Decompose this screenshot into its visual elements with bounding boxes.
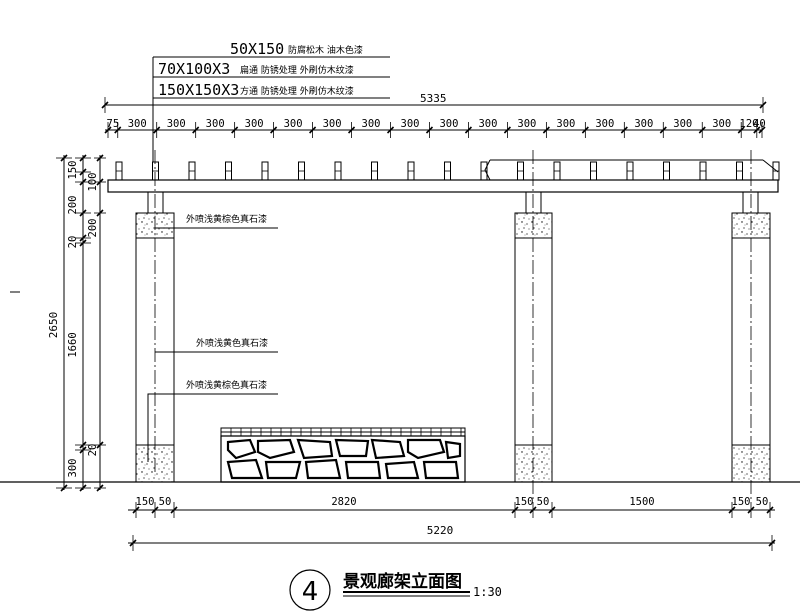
title-scale: 1:30	[473, 585, 502, 599]
finish-callouts: 外喷浅黄棕色真石漆 外喷浅黄色真石漆 外喷浅黄棕色真石漆	[147, 213, 278, 462]
overall-width-label: 5220	[427, 524, 454, 537]
top-dim-label: 40	[753, 118, 766, 130]
left-dim-label: 20	[87, 444, 99, 457]
bottom-dim-label: 50	[756, 496, 769, 508]
top-dim-label: 300	[556, 118, 575, 130]
column-base	[514, 444, 553, 483]
top-dim-labels: 75 300 300 300 300 300 300 300 300 300 300 300 300 30…	[107, 118, 766, 130]
bottom-dim-label: 2820	[331, 496, 356, 508]
pergola-structure	[0, 150, 800, 500]
beam-break	[484, 159, 491, 181]
overall-length-label: 5335	[420, 92, 447, 105]
bottom-dim-label: 50	[537, 496, 550, 508]
material-leaders: 50X150 防腐松木 油木色漆 70X100X3 扁通 防锈处理 外刷仿木纹漆…	[152, 40, 390, 180]
top-dim-label: 75	[107, 118, 120, 130]
top-dim-label: 300	[206, 118, 225, 130]
total-height-label: 2650	[47, 312, 60, 339]
left-dimensions: 2650 150 100 200 200 20 1660 20 300	[47, 154, 106, 492]
top-dim-label: 300	[245, 118, 264, 130]
beam-desc-label: 扁通 防锈处理 外刷仿木纹漆	[240, 64, 354, 76]
left-dim-label: 1660	[67, 332, 79, 357]
top-dim-label: 300	[362, 118, 381, 130]
top-dim-label: 300	[673, 118, 692, 130]
top-dim-label: 300	[712, 118, 731, 130]
bottom-dim-label: 150	[136, 496, 155, 508]
top-dim-label: 300	[284, 118, 303, 130]
bottom-dim-label: 150	[732, 496, 751, 508]
beam-size-label: 70X100X3	[158, 60, 230, 78]
top-dim-label: 300	[323, 118, 342, 130]
top-dim-ticks	[101, 97, 767, 138]
top-dimension: 5335 75 300 300 300 300 300 300 300 300 300 300 300…	[101, 92, 767, 138]
bottom-dim-ticks	[129, 502, 776, 551]
left-dim-label: 150	[67, 161, 79, 180]
stone-bench	[220, 427, 466, 483]
left-dim-ticks	[56, 154, 106, 492]
left-dim-label: 100	[87, 173, 99, 192]
title-number: 4	[302, 577, 319, 607]
top-dim-label: 300	[478, 118, 497, 130]
left-dim-label: 200	[67, 196, 79, 215]
timber-joists	[115, 161, 780, 181]
post-size-label: 150X150X3	[158, 81, 239, 99]
top-dim-label: 300	[595, 118, 614, 130]
left-dim-label: 300	[67, 459, 79, 478]
top-dim-label: 300	[517, 118, 536, 130]
top-dim-label: 300	[439, 118, 458, 130]
column-cap	[514, 212, 553, 239]
title-number-circle	[289, 569, 331, 611]
cap-finish-label: 外喷浅黄棕色真石漆	[186, 213, 267, 225]
timber-desc-label: 防腐松木 油木色漆	[288, 44, 363, 56]
left-dim-labels: 150 100 200 200 20 1660 20 300	[67, 161, 99, 478]
column-middle	[514, 192, 553, 483]
shaft-finish-label: 外喷浅黄色真石漆	[196, 337, 268, 349]
timber-size-label: 50X150	[230, 40, 284, 58]
left-dim-label: 20	[67, 236, 79, 249]
bench-coping	[220, 428, 462, 436]
bottom-dim-label: 1500	[629, 496, 654, 508]
bottom-dim-label: 50	[159, 496, 172, 508]
bench-stone-pattern	[226, 438, 462, 480]
bottom-dim-label: 150	[515, 496, 534, 508]
title-name: 景观廊架立面图	[343, 571, 462, 592]
column-centerlines	[154, 150, 752, 500]
top-dim-label: 120	[740, 118, 759, 130]
top-dim-label: 300	[167, 118, 186, 130]
base-finish-label: 外喷浅黄棕色真石漆	[186, 379, 267, 391]
top-dim-label: 300	[634, 118, 653, 130]
post-desc-label: 方通 防锈处理 外刷仿木纹漆	[240, 85, 354, 97]
main-beam	[107, 179, 779, 193]
top-dim-label: 300	[128, 118, 147, 130]
left-dim-label: 200	[87, 219, 99, 238]
column-shaft	[514, 237, 553, 446]
drawing-title: 4 景观廊架立面图 1:30	[289, 569, 502, 611]
beam-end	[762, 159, 779, 173]
top-dim-label: 300	[401, 118, 420, 130]
